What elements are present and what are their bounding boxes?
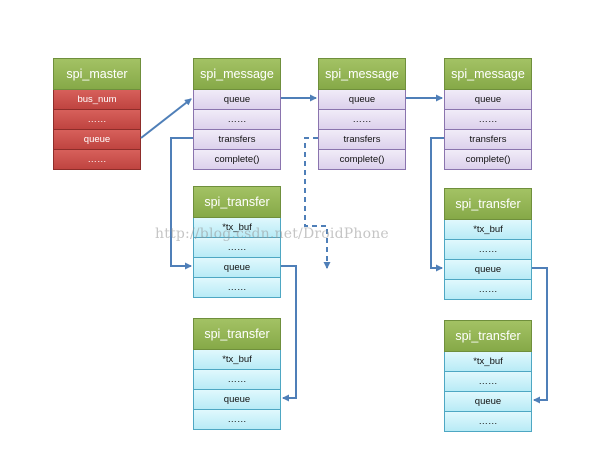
link-master-to-message (140, 98, 192, 139)
spi-master-struct: spi_master bus_num …… queue …… (53, 58, 141, 170)
spi-message-field-complete: complete() (444, 150, 532, 170)
spi-message-struct-1: spi_message queue …… transfers complete(… (193, 58, 281, 170)
spi-message-struct-2: spi_message queue …… transfers complete(… (318, 58, 406, 170)
spi-transfer-field-ellipsis: …… (444, 280, 532, 300)
spi-transfer-field-queue: queue (444, 392, 532, 412)
spi-transfer-field-tx-buf: *tx_buf (193, 350, 281, 370)
spi-transfer-field-tx-buf: *tx_buf (193, 218, 281, 238)
spi-transfer-field-ellipsis: …… (444, 372, 532, 392)
spi-transfer-field-ellipsis: …… (193, 370, 281, 390)
spi-transfer-field-queue: queue (193, 258, 281, 278)
spi-master-field-ellipsis: …… (53, 110, 141, 130)
spi-message-field-transfers: transfers (318, 130, 406, 150)
spi-transfer-field-ellipsis: …… (193, 278, 281, 298)
spi-message-field-complete: complete() (318, 150, 406, 170)
spi-transfer-field-tx-buf: *tx_buf (444, 352, 532, 372)
spi-master-header: spi_master (53, 58, 141, 90)
spi-transfer-struct-1: spi_transfer *tx_buf …… queue …… (193, 186, 281, 298)
spi-transfer-field-ellipsis: …… (444, 412, 532, 432)
spi-transfer-struct-3: spi_transfer *tx_buf …… queue …… (444, 188, 532, 300)
spi-master-field-queue: queue (53, 130, 141, 150)
spi-transfer-field-ellipsis: …… (193, 410, 281, 430)
spi-transfer-header: spi_transfer (444, 188, 532, 220)
spi-message-header: spi_message (193, 58, 281, 90)
spi-message-header: spi_message (444, 58, 532, 90)
spi-transfer-field-ellipsis: …… (444, 240, 532, 260)
spi-transfer-field-tx-buf: *tx_buf (444, 220, 532, 240)
spi-message-field-queue: queue (444, 90, 532, 110)
spi-message-header: spi_message (318, 58, 406, 90)
spi-message-field-transfers: transfers (444, 130, 532, 150)
spi-transfer-field-queue: queue (444, 260, 532, 280)
spi-transfer-field-queue: queue (193, 390, 281, 410)
spi-message-field-ellipsis: …… (318, 110, 406, 130)
link-transfer1-to-transfer2 (281, 265, 297, 402)
spi-message-field-complete: complete() (193, 150, 281, 170)
spi-transfer-header: spi_transfer (193, 318, 281, 350)
link-message1-to-transfer1 (170, 137, 193, 270)
spi-message-field-queue: queue (318, 90, 406, 110)
watermark: http://blog.csdn.net/DroidPhone (155, 226, 389, 242)
spi-message-field-transfers: transfers (193, 130, 281, 150)
spi-message-field-queue: queue (193, 90, 281, 110)
spi-transfer-struct-4: spi_transfer *tx_buf …… queue …… (444, 320, 532, 432)
link-transfer3-to-transfer4 (532, 267, 548, 404)
spi-transfer-header: spi_transfer (193, 186, 281, 218)
spi-transfer-header: spi_transfer (444, 320, 532, 352)
spi-message-field-ellipsis: …… (193, 110, 281, 130)
spi-message-field-ellipsis: …… (444, 110, 532, 130)
link-message2-empty-transfers (304, 137, 331, 269)
spi-transfer-field-ellipsis: …… (193, 238, 281, 258)
spi-message-struct-3: spi_message queue …… transfers complete(… (444, 58, 532, 170)
spi-transfer-struct-2: spi_transfer *tx_buf …… queue …… (193, 318, 281, 430)
spi-master-field-bus-num: bus_num (53, 90, 141, 110)
link-message3-to-transfer3 (430, 137, 444, 272)
spi-master-field-ellipsis: …… (53, 150, 141, 170)
